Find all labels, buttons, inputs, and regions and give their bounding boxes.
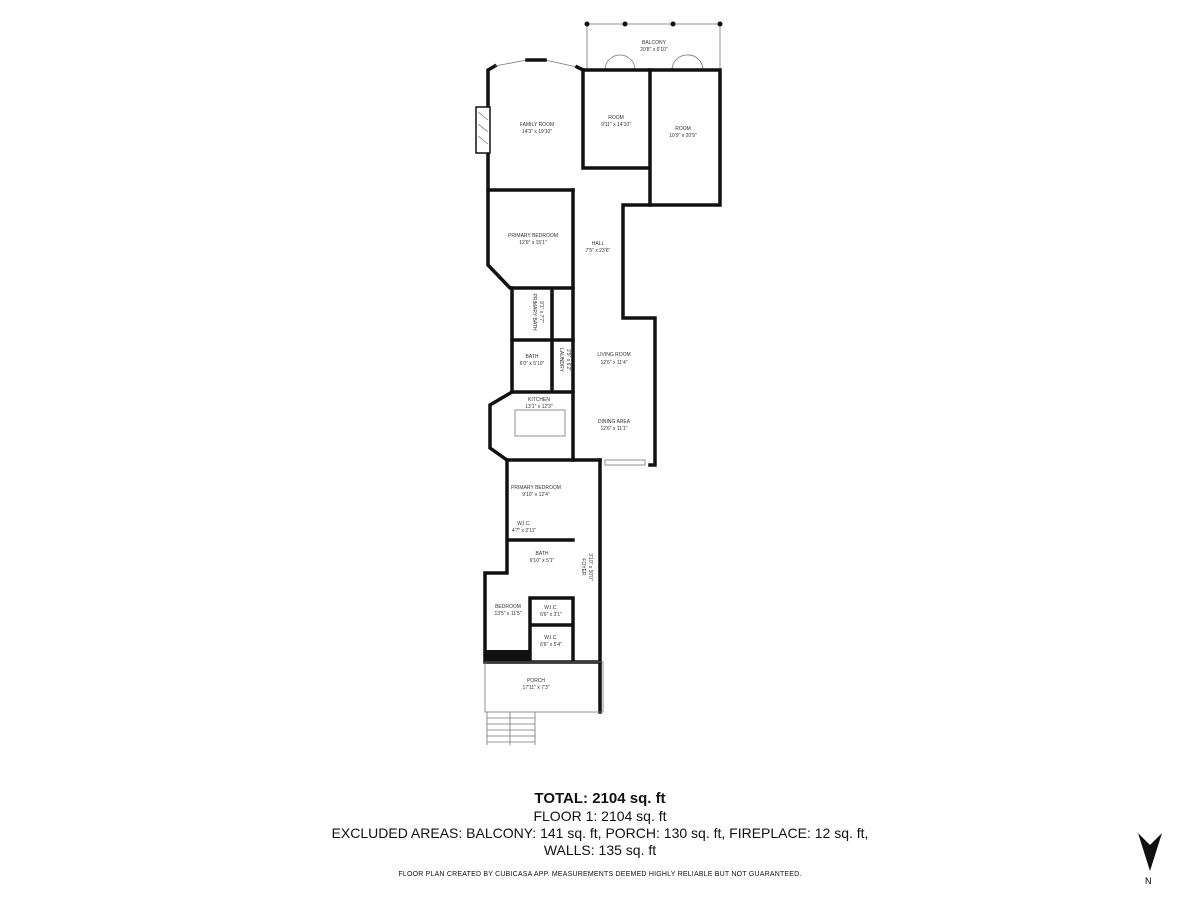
disclaimer: FLOOR PLAN CREATED BY CUBICASA APP. MEAS… [398,871,802,878]
room-name: W.I.C. [544,605,558,611]
room-name: PRIMARY BATH [531,294,537,331]
room-name: HALL [592,241,605,247]
room-size: 9'11" x 14'10" [601,122,631,128]
room-name: KITCHEN [528,397,550,403]
room-size: 9'1" x 7'7" [538,301,544,323]
room-size: 13'5" x 11'5" [494,611,521,617]
room-size: 12'6" x 11'1" [600,426,627,432]
room-name: ROOM [608,115,624,121]
room-name: W.I.C. [517,521,531,527]
room-size: 6'6" x 5'4" [540,642,562,648]
room-size: 10'9" x 20'9" [669,133,697,139]
room-name: DINING AREA [598,419,631,425]
room-name: PORCH [527,678,545,684]
room-size: 6'6" x 3'1" [540,612,562,618]
walls [475,58,722,714]
room-size: 9'10" x 12'4" [522,492,550,498]
porch [484,661,604,745]
room-name: BATH [536,551,549,557]
room-labels: BALCONY 20'8" x 6'10" FAMILY ROOM 14'3" … [494,40,696,691]
room-size: 20'8" x 6'10" [640,47,668,53]
room-name: PRIMARY BEDROOM [511,485,561,491]
room-name: FOYER [580,558,586,576]
room-name: LIVING ROOM [597,352,630,358]
room-size: 2'9" x 6'2" [565,349,571,371]
room-name: BALCONY [642,40,667,46]
walls-area: WALLS: 135 sq. ft [543,842,657,858]
room-name: BEDROOM [495,604,521,610]
room-size: 12'6" x 11'4" [600,360,627,366]
room-size: 9'10" x 5'1" [530,558,555,564]
room-name: BATH [526,354,539,360]
room-name: ROOM [675,126,691,132]
room-size: 3'10" x 30'0" [587,553,593,581]
room-size: 14'3" x 19'10" [522,129,552,135]
north-arrow-icon [1138,833,1162,871]
total-area: TOTAL: 2104 sq. ft [534,790,666,807]
room-size: 4'7" x 2'11" [512,528,536,534]
room-name: LAUNDRY [558,348,564,372]
room-name: W.I.C. [544,635,558,641]
room-size: 17'11" x 7'3" [522,685,549,691]
room-name: FAMILY ROOM [520,122,554,128]
floor-area: FLOOR 1: 2104 sq. ft [533,808,667,824]
room-size: 13'1" x 12'3" [525,404,553,410]
excluded-areas: EXCLUDED AREAS: BALCONY: 141 sq. ft, POR… [331,825,869,841]
north-label: N [1145,876,1152,886]
room-size: 6'0" x 5'10" [520,361,545,367]
room-size: 12'9" x 15'1" [519,240,547,246]
room-size: 7'5" x 23'6" [586,248,611,254]
room-name: PRIMARY BEDROOM [508,233,558,239]
